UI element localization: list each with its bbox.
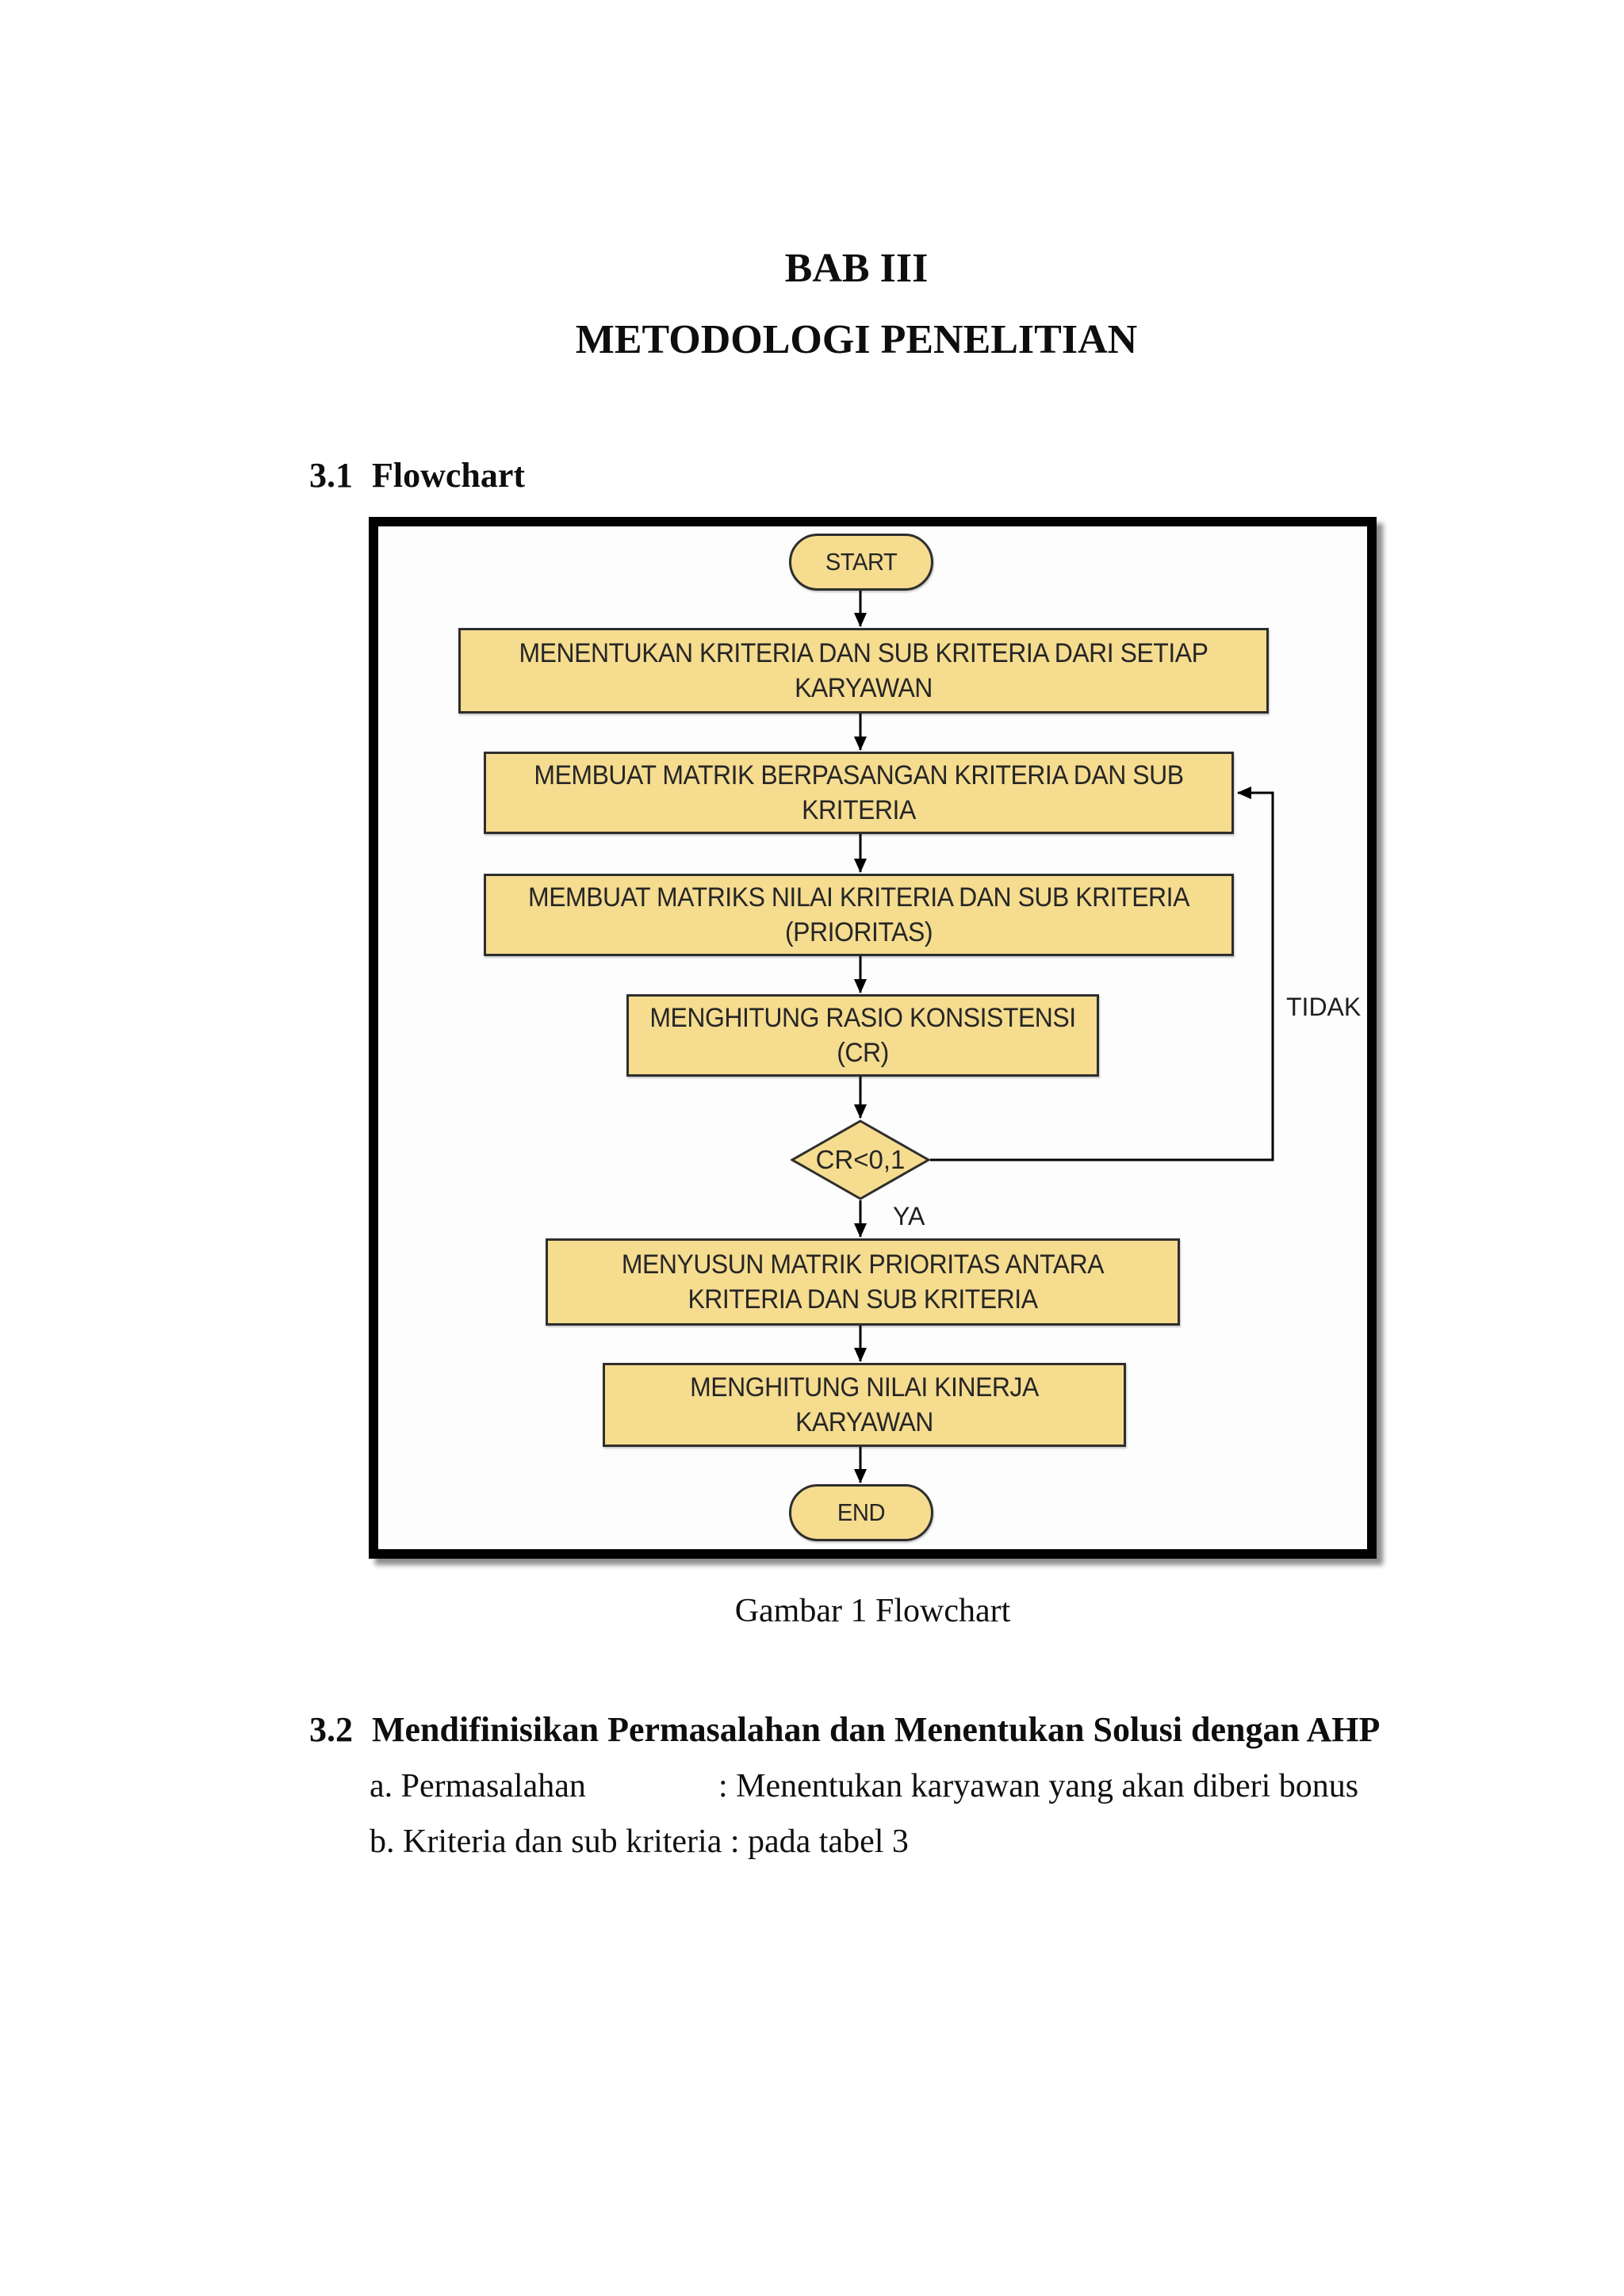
step4-label: MENGHITUNG RASIO KONSISTENSI (CR): [649, 1003, 1076, 1068]
arrow-feedback-tidak: [930, 786, 1274, 1161]
section-3-2-heading: 3.2 Mendifinisikan Permasalahan dan Menen…: [309, 1710, 1381, 1749]
section-3-1-title: Flowchart: [372, 456, 526, 495]
end-label: END: [837, 1498, 886, 1526]
flowchart-step2-node: MEMBUAT MATRIK BERPASANGAN KRITERIA DAN …: [484, 752, 1234, 834]
step5-label: MENYUSUN MATRIK PRIORITAS ANTARA KRITERI…: [621, 1249, 1105, 1314]
section-3-2-title: Mendifinisikan Permasalahan dan Menentuk…: [372, 1710, 1381, 1749]
item-a-label: a. Permasalahan: [370, 1768, 586, 1804]
flowchart-end-node: END: [789, 1484, 933, 1541]
flowchart-step3-node: MEMBUAT MATRIKS NILAI KRITERIA DAN SUB K…: [484, 874, 1234, 956]
step6-label: MENGHITUNG NILAI KINERJA KARYAWAN: [690, 1372, 1039, 1437]
item-b-text: b. Kriteria dan sub kriteria : pada tabe…: [370, 1823, 909, 1860]
edge-label-ya: YA: [893, 1202, 925, 1230]
step2-label: MEMBUAT MATRIK BERPASANGAN KRITERIA DAN …: [534, 760, 1184, 825]
start-label: START: [825, 548, 898, 576]
flowchart-step5-node: MENYUSUN MATRIK PRIORITAS ANTARA KRITERI…: [546, 1238, 1180, 1326]
item-a-value: : Menentukan karyawan yang akan diberi b…: [718, 1768, 1359, 1804]
flowchart-frame: START MENENTUKAN KRITERIA DAN SUB KRITER…: [369, 517, 1377, 1559]
section-3-1-heading: 3.1 Flowchart: [309, 456, 526, 495]
step3-label: MEMBUAT MATRIKS NILAI KRITERIA DAN SUB K…: [528, 882, 1189, 947]
chapter-subtitle: METODOLOGI PENELITIAN: [575, 317, 1138, 362]
section-3-1-number: 3.1: [309, 456, 353, 495]
step1-label: MENENTUKAN KRITERIA DAN SUB KRITERIA DAR…: [519, 638, 1208, 703]
decision-label: CR<0,1: [815, 1145, 906, 1174]
section-3-2-number: 3.2: [309, 1710, 353, 1749]
flowchart-step4-node: MENGHITUNG RASIO KONSISTENSI (CR): [626, 994, 1099, 1077]
chapter-title: BAB III: [784, 246, 929, 291]
flowchart-start-node: START: [789, 534, 933, 591]
edge-label-tidak: TIDAK: [1286, 993, 1362, 1021]
flowchart-step6-node: MENGHITUNG NILAI KINERJA KARYAWAN: [603, 1363, 1126, 1447]
figure-caption: Gambar 1 Flowchart: [734, 1593, 1011, 1629]
flowchart-canvas: START MENENTUKAN KRITERIA DAN SUB KRITER…: [378, 526, 1367, 1549]
flowchart-decision-node: CR<0,1: [791, 1119, 930, 1200]
decision-diamond-shape: [791, 1119, 930, 1200]
flowchart-step1-node: MENENTUKAN KRITERIA DAN SUB KRITERIA DAR…: [458, 628, 1269, 714]
